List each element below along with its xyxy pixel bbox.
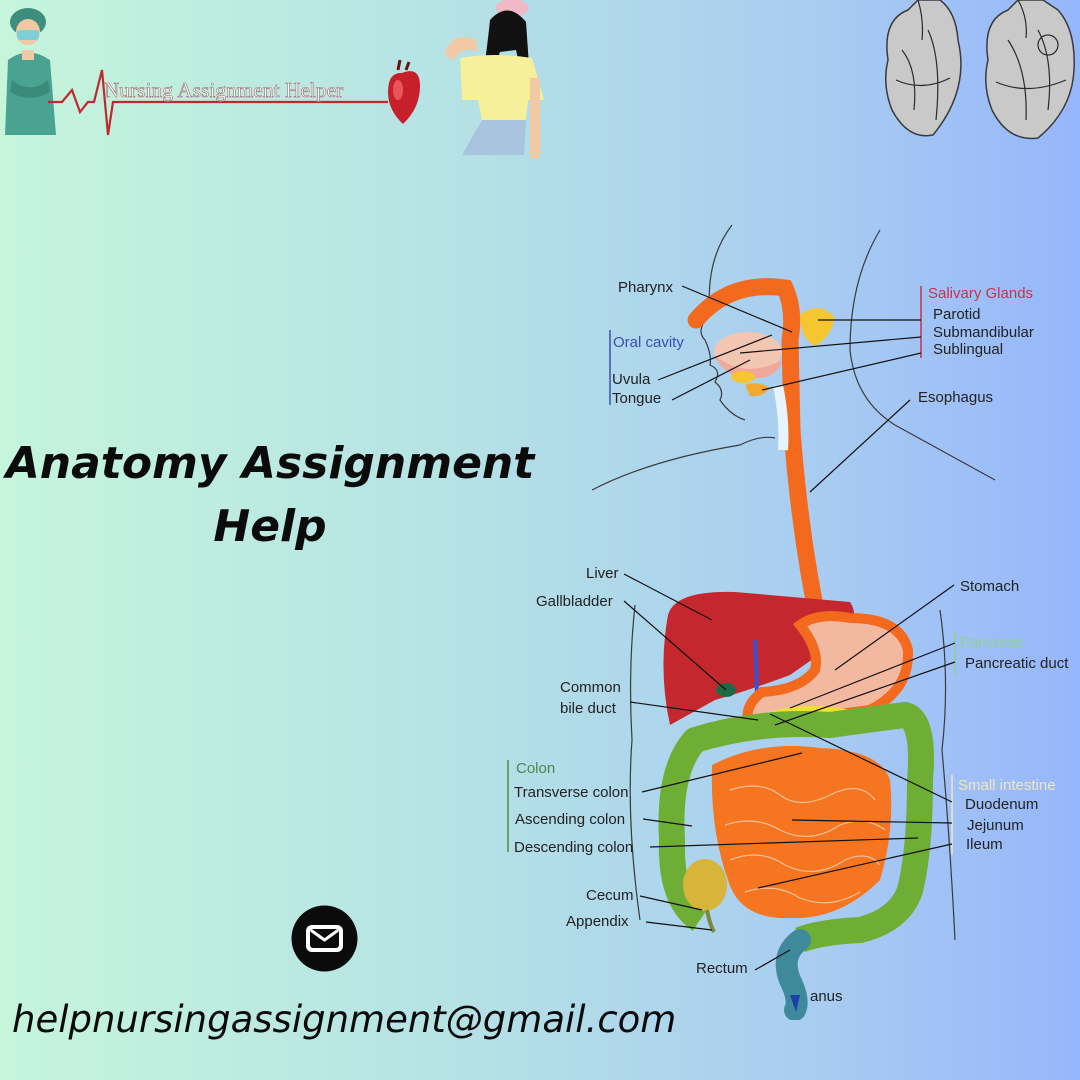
label-rectum: Rectum [696, 960, 748, 977]
nurse-logo-illustration [5, 8, 420, 136]
sublingual-organ [731, 371, 755, 383]
digestive-system-diagram: Pharynx Salivary Glands Parotid Submandi… [507, 224, 1069, 1020]
label-ileum: Ileum [966, 836, 1003, 853]
label-stomach: Stomach [960, 578, 1019, 595]
email-link[interactable]: helpnursingassignment@gmail.com [12, 998, 677, 1041]
label-anus: anus [810, 988, 843, 1005]
heart-anatomy-icon [885, 0, 1075, 140]
label-oral-cavity: Oral cavity [613, 334, 684, 351]
small-intestine-organ [711, 746, 892, 919]
submandibular-organ [745, 383, 770, 397]
label-jejunum: Jejunum [967, 817, 1024, 834]
label-submandibular: Submandibular [933, 324, 1034, 341]
label-pancreas: Pancreas [960, 634, 1023, 651]
parotid-organ [800, 308, 835, 346]
title-line-1: Anatomy Assignment [5, 438, 535, 489]
label-gallbladder: Gallbladder [536, 593, 613, 610]
leader-lines [623, 285, 956, 971]
label-descending-colon: Descending colon [514, 839, 633, 856]
title-line-2: Help [213, 501, 327, 552]
brand-logo: Nursing Assignment Helper [0, 0, 430, 150]
label-pancreatic-duct: Pancreatic duct [965, 655, 1069, 672]
tongue-organ [714, 355, 782, 379]
label-uvula: Uvula [612, 371, 651, 388]
brand-name: Nursing Assignment Helper [104, 78, 344, 103]
label-sublingual: Sublingual [933, 341, 1003, 358]
label-duodenum: Duodenum [965, 796, 1038, 813]
label-small-intestine: Small intestine [958, 777, 1056, 794]
label-common: Common [560, 679, 621, 696]
label-transverse-colon: Transverse colon [514, 784, 629, 801]
woman-illustration [432, 0, 557, 160]
intestine-folds [724, 785, 886, 904]
label-cecum: Cecum [586, 887, 634, 904]
colon-organ [658, 702, 934, 953]
anatomical-hearts-illustration [878, 0, 1080, 145]
label-tongue: Tongue [612, 390, 661, 407]
label-colon: Colon [516, 760, 555, 777]
label-esophagus: Esophagus [918, 389, 993, 406]
appendix-organ [705, 909, 716, 933]
esophagus-organ [687, 278, 831, 649]
woman-figure-icon [444, 0, 544, 158]
envelope-icon[interactable] [291, 905, 358, 972]
label-pharynx: Pharynx [618, 279, 674, 296]
label-salivary-glands: Salivary Glands [928, 285, 1033, 302]
page-title: Anatomy Assignment Help [0, 432, 540, 558]
cecum-organ [683, 859, 727, 911]
label-liver: Liver [586, 565, 619, 582]
trachea-organ [773, 384, 789, 451]
label-parotid: Parotid [933, 306, 981, 323]
label-appendix: Appendix [566, 913, 629, 930]
label-ascending-colon: Ascending colon [515, 811, 625, 828]
anus-organ [790, 995, 800, 1012]
label-bile-duct: bile duct [560, 700, 617, 717]
